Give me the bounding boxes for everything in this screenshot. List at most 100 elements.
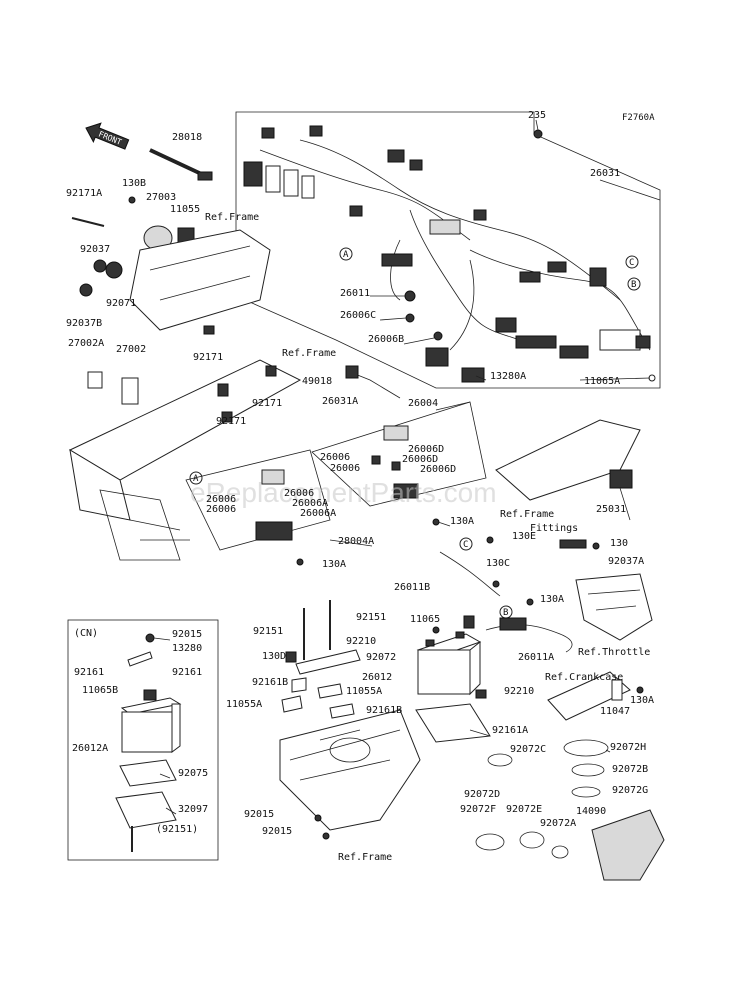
part-label-25031: 25031 [596,504,626,515]
part-label-130: 130 [610,538,628,549]
part-label-26011: 26011 [340,288,370,299]
lower-frame [68,359,302,561]
part-label-130a-4: 130A [630,695,654,706]
part-27002a-relay [87,371,103,389]
part-label-92072f: 92072F [460,804,496,815]
part-92072f-clamp [475,833,505,851]
part-label-26012: 26012 [362,672,392,683]
part-label-130c: 130C [486,558,510,569]
reference-labels: Ref.FrameRef.FrameRef.FrameFittingsRef.T… [205,212,650,863]
part-label-92072: 92072 [366,652,396,663]
part-label-11065: 11065 [410,614,440,625]
part-26004-fusebox [383,425,409,441]
part-label-92072a: 92072A [540,818,576,829]
callout-a-label-2: A [193,474,199,484]
part-92072b-clamp [571,763,605,777]
part-label-92161a: 92161A [492,725,528,736]
part-label-130a-1: 130A [450,516,474,527]
crankcase-piece [547,671,631,721]
part-label-26006a-2: 26006A [300,508,336,519]
part-label-11055a-2: 11055A [226,699,262,710]
part-label-27003: 27003 [146,192,176,203]
part-14090-cover [591,809,665,881]
part-label-28018: 28018 [172,132,202,143]
part-27002-relay [121,377,139,405]
part-label-13280a: 13280A [490,371,526,382]
part-label-92210-1: 92210 [346,636,376,647]
callout-a-1: A [339,247,353,261]
callout-a-label-1: A [343,250,349,260]
fuse-box-group-outline [311,401,487,507]
part-label-26006d-2: 26006D [402,454,438,465]
part-label-92161b-2: 92161B [366,705,402,716]
part-label-130a-3: 130A [540,594,564,605]
part-label-28004a: 28004A [338,536,374,547]
part-label-26011b: 26011B [394,582,430,593]
battery-tray [279,709,421,831]
right-fitting-cover [495,419,641,501]
part-label-26006-5: 26006 [206,504,236,515]
part-label-26006-4: 26006 [206,494,236,505]
part-label-92171-3: 92171 [216,416,246,427]
part-label-26006b: 26006B [368,334,404,345]
callout-a-2: A [189,471,203,485]
part-label-92015-1: 92015 [244,809,274,820]
part-label-92072e: 92072E [506,804,542,815]
part-label-92072c: 92072C [510,744,546,755]
part-28004a-holder [255,521,293,541]
part-label-130b: 130B [122,178,146,189]
ref-label-ref-frame-3: Ref.Frame [500,509,554,520]
part-92171a-strap [71,217,105,227]
part-label-92037a: 92037A [608,556,644,567]
cn-part-label-cn-92015: 92015 [172,629,202,640]
part-label-235: 235 [528,110,546,121]
part-label-130a-2: 130A [322,559,346,570]
cn-part-label-cn-92151: (92151) [156,824,198,835]
part-label-26006c: 26006C [340,310,376,321]
part-label-26031a: 26031A [322,396,358,407]
part-label-11055: 11055 [170,204,200,215]
part-92072c-clamp [487,753,513,767]
ref-label-ref-frame-1: Ref.Frame [205,212,259,223]
cn-part-label-cn-92161-2: 92161 [172,667,202,678]
part-92072h-clamp [563,739,609,757]
part-92072-strap [295,649,361,675]
part-label-11055a-1: 11055A [346,686,382,697]
part-label-92037b: 92037B [66,318,102,329]
part-235-bolt [533,129,543,139]
part-label-26011a: 26011A [518,652,554,663]
ref-label-ref-frame-4: Ref.Frame [338,852,392,863]
part-92072e-clamp [519,831,545,849]
part-label-92171a: 92171A [66,188,102,199]
cn-inset-box [67,619,219,861]
part-92072a-clamp [551,845,569,859]
cn-label: (CN) [74,628,98,639]
part-label-92161b-1: 92161B [252,677,288,688]
part-92072g-clamp [571,786,601,798]
cn-part-label-cn-13280: 13280 [172,643,202,654]
cn-part-label-cn-92161-1: 92161 [74,667,104,678]
leader-lines [153,119,661,815]
ref-label-ref-throttle: Ref.Throttle [578,647,650,658]
cn-part-label-cn-11065b: 11065B [82,685,118,696]
cn-battery [115,633,182,852]
ref-label-ref-frame-2: Ref.Frame [282,348,336,359]
part-label-92015-2: 92015 [262,826,292,837]
part-label-92071: 92071 [106,298,136,309]
part-label-26006-2: 26006 [330,463,360,474]
cn-part-label-cn-32097: 32097 [178,804,208,815]
part-label-26004: 26004 [408,398,438,409]
part-label-26006d-3: 26006D [420,464,456,475]
part-label-92171-2: 92171 [252,398,282,409]
part-label-92171-1: 92171 [193,352,223,363]
upper-frame-piece [129,229,271,331]
part-label-26031: 26031 [590,168,620,179]
harness-group-outline [235,111,661,389]
part-label-26006-1: 26006 [320,452,350,463]
callout-b-label-2: B [503,608,508,618]
watermark: eReplacementParts.com [190,477,497,508]
part-label-92037: 92037 [80,244,110,255]
